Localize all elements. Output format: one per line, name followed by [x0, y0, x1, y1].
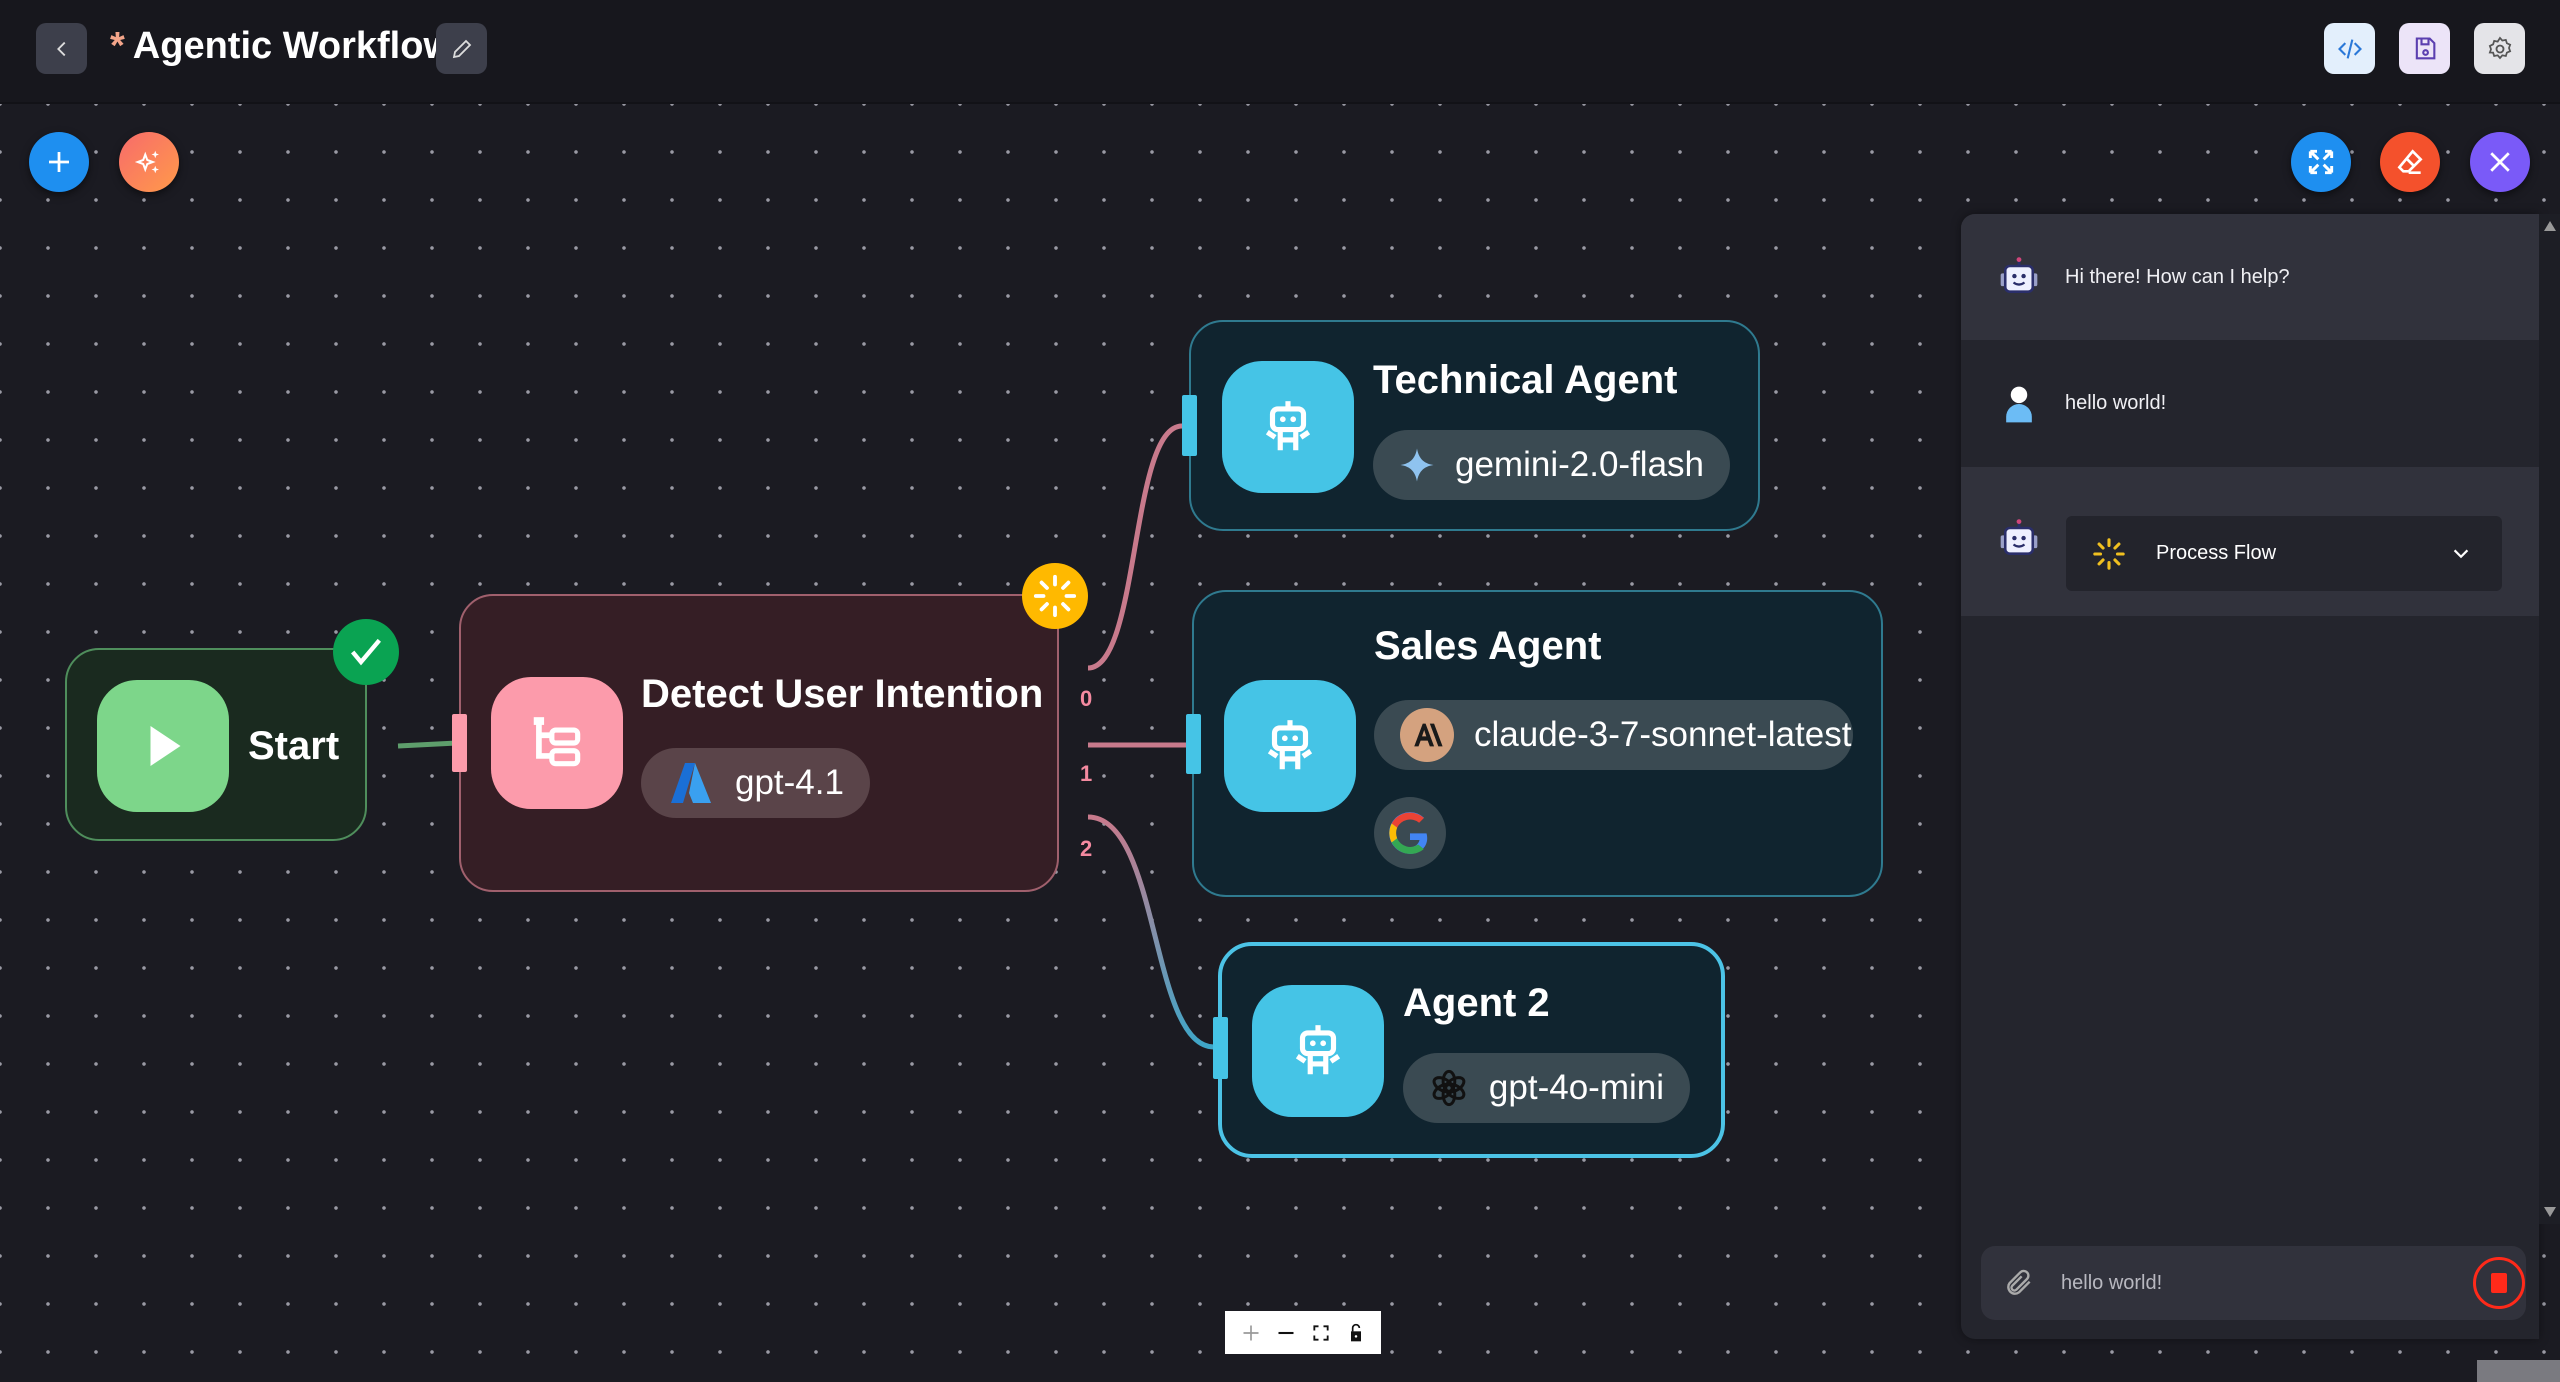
scroll-down-icon[interactable] — [2543, 1206, 2557, 1218]
lock-icon[interactable] — [1346, 1323, 1366, 1343]
edge-detect-technical[interactable] — [1087, 423, 1183, 671]
expand-icon — [2308, 149, 2334, 175]
message-text: Hi there! How can I help? — [2065, 265, 2290, 288]
add-node-button[interactable] — [29, 132, 89, 192]
start-icon-box — [97, 680, 229, 812]
stop-button[interactable] — [2473, 1257, 2525, 1309]
edge-detect-agent2[interactable] — [1087, 814, 1215, 1050]
spinner-icon — [1033, 574, 1077, 618]
fit-view-icon[interactable] — [1311, 1323, 1331, 1343]
workflow-title: Agentic Workflow — [132, 25, 453, 67]
node-title: Detect User Intention — [641, 672, 1044, 716]
sales-input-handle[interactable] — [1186, 714, 1201, 774]
robot-icon — [1295, 1025, 1341, 1075]
running-badge — [1022, 563, 1088, 629]
save-button[interactable] — [2399, 23, 2450, 74]
process-flow-dropdown[interactable]: Process Flow — [2066, 516, 2502, 591]
corner-widget — [2477, 1360, 2560, 1382]
view-code-button[interactable] — [2324, 23, 2375, 74]
model-name: gemini-2.0-flash — [1455, 445, 1704, 484]
hierarchy-icon — [533, 717, 581, 767]
bot-avatar-icon — [2000, 257, 2038, 293]
agent-2-node[interactable]: Agent 2 gpt-4o-mini — [1218, 942, 1725, 1158]
chat-message-bot: Hi there! How can I help? — [1961, 214, 2539, 340]
chevron-left-icon — [56, 41, 65, 56]
chevron-down-icon — [2453, 549, 2469, 558]
app-header: * Agentic Workflow — [0, 0, 2560, 104]
model-name: claude-3-7-sonnet-latest — [1474, 715, 1852, 754]
sparkles-icon — [134, 150, 159, 174]
loading-spinner-icon — [2093, 537, 2125, 570]
settings-button[interactable] — [2474, 23, 2525, 74]
chat-message-bot: Process Flow — [1961, 467, 2539, 616]
zoom-controls — [1225, 1311, 1381, 1354]
code-icon — [2337, 38, 2362, 59]
edge-start-detect[interactable] — [397, 740, 458, 749]
message-text: hello world! — [2065, 392, 2167, 414]
openai-logo-icon — [1432, 1069, 1466, 1107]
node-title: Agent 2 — [1403, 981, 1550, 1025]
google-logo-icon — [1389, 812, 1428, 854]
page-title: * Agentic Workflow — [110, 22, 453, 70]
clear-chat-button[interactable] — [2380, 132, 2440, 192]
chat-input[interactable]: hello world! — [1981, 1246, 2526, 1320]
checkmark-icon — [351, 638, 381, 666]
node-title: Sales Agent — [1374, 624, 1602, 668]
node-title: Start — [248, 724, 340, 768]
chat-message-user: hello world! — [1961, 340, 2539, 467]
chat-panel: Hi there! How can I help? hello world! P… — [1961, 214, 2539, 1339]
stop-icon — [2491, 1273, 2507, 1293]
agent-icon-box — [1224, 680, 1356, 812]
robot-icon — [1265, 401, 1311, 451]
plus-icon — [49, 152, 69, 172]
anthropic-logo-icon — [1400, 708, 1454, 762]
node-title: Technical Agent — [1373, 358, 1678, 402]
completed-badge — [333, 619, 399, 685]
model-badge[interactable]: gpt-4.1 — [641, 748, 870, 818]
gear-icon — [2488, 35, 2511, 59]
play-icon — [150, 726, 181, 766]
sales-agent-node[interactable]: Sales Agent claude-3-7-sonnet-latest — [1192, 590, 1883, 897]
output-label-1: 1 — [1080, 761, 1093, 786]
output-label-2: 2 — [1080, 836, 1093, 861]
output-label-0: 0 — [1080, 686, 1093, 711]
zoom-out-icon[interactable] — [1276, 1323, 1296, 1343]
edit-title-button[interactable] — [436, 23, 487, 74]
paperclip-icon[interactable] — [2003, 1267, 2035, 1299]
close-icon — [2490, 152, 2510, 172]
detect-input-handle[interactable] — [452, 714, 467, 772]
start-node[interactable]: Start — [65, 648, 367, 841]
back-button[interactable] — [36, 23, 87, 74]
gemini-logo-icon — [1400, 448, 1434, 482]
close-chat-button[interactable] — [2470, 132, 2530, 192]
bot-avatar-icon — [2000, 519, 2038, 555]
eraser-icon — [2397, 149, 2423, 174]
model-name: gpt-4o-mini — [1488, 1068, 1664, 1107]
chat-input-value: hello world! — [2061, 1271, 2163, 1294]
model-badge[interactable]: claude-3-7-sonnet-latest — [1374, 700, 1853, 770]
zoom-in-icon[interactable] — [1241, 1323, 1261, 1343]
robot-icon — [1267, 720, 1313, 770]
detect-icon-box — [491, 677, 623, 809]
fullscreen-button[interactable] — [2291, 132, 2351, 192]
azure-logo-icon — [671, 763, 711, 803]
agent-icon-box — [1252, 985, 1384, 1117]
google-tool-badge[interactable] — [1374, 797, 1446, 869]
agent-icon-box — [1222, 361, 1354, 493]
process-flow-label: Process Flow — [2156, 542, 2277, 564]
floppy-disk-icon — [2415, 36, 2435, 59]
technical-agent-node[interactable]: Technical Agent gemini-2.0-flash — [1189, 320, 1760, 531]
technical-input-handle[interactable] — [1182, 395, 1197, 456]
unsaved-marker: * — [110, 25, 125, 67]
chat-scrollbar[interactable] — [2539, 214, 2560, 1224]
agent-2-input-handle[interactable] — [1213, 1017, 1228, 1079]
detect-intention-node[interactable]: Detect User Intention gpt-4.1 — [459, 594, 1059, 892]
model-name: gpt-4.1 — [735, 763, 844, 802]
model-badge[interactable]: gpt-4o-mini — [1403, 1053, 1690, 1123]
scroll-up-icon[interactable] — [2543, 220, 2557, 232]
model-badge[interactable]: gemini-2.0-flash — [1373, 430, 1730, 500]
user-avatar-icon — [2006, 386, 2032, 422]
pencil-icon — [452, 39, 471, 58]
ai-generate-button[interactable] — [119, 132, 179, 192]
